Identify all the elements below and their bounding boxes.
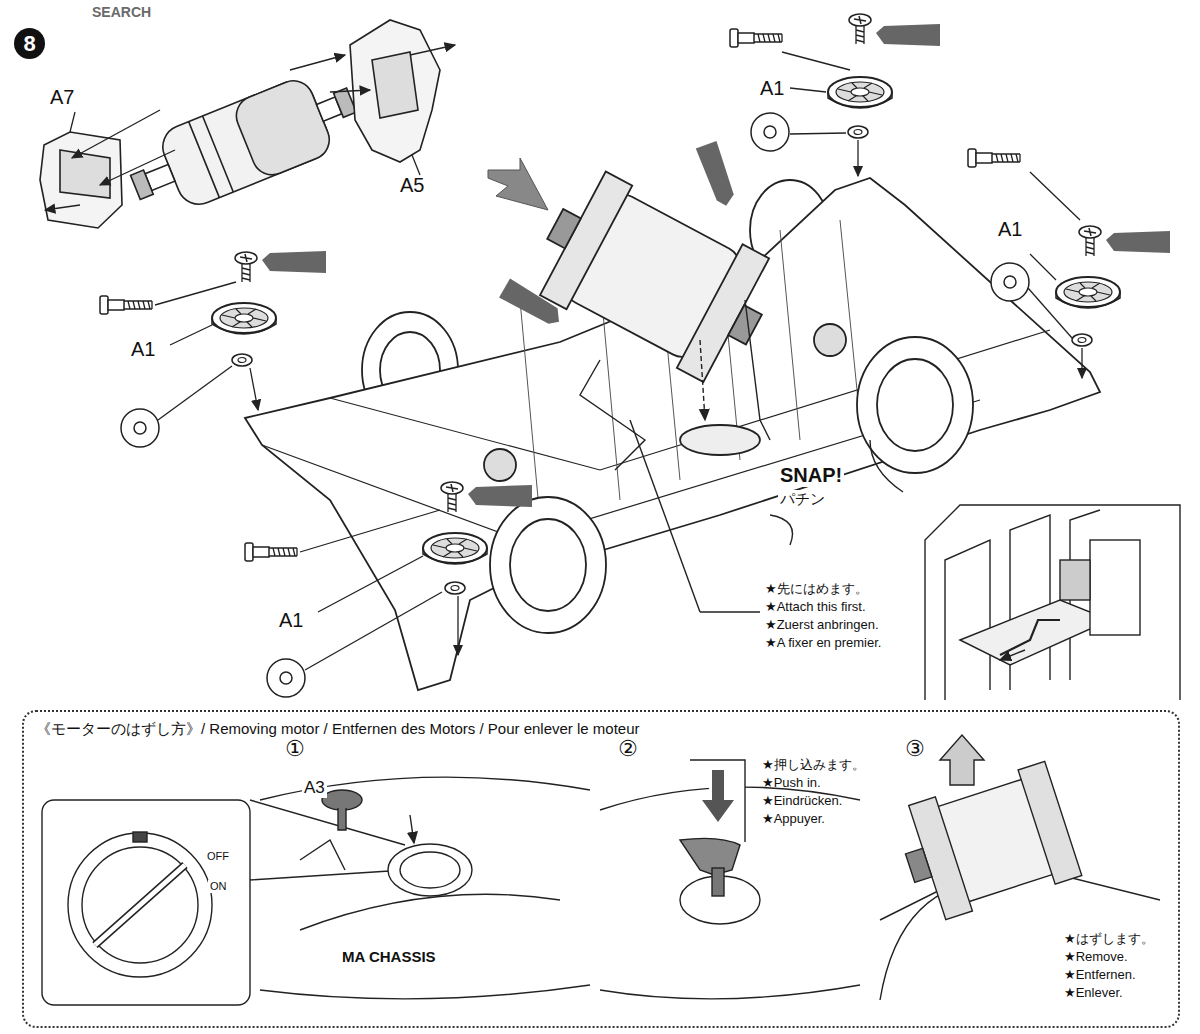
note-text: ★Eindrücken. [762, 794, 842, 809]
part-label: A5 [400, 174, 424, 197]
part-label: A3 [302, 778, 327, 798]
callout-number: ③ [905, 736, 925, 761]
part-label: A1 [998, 218, 1022, 241]
note-text: ★Push in. [762, 776, 821, 791]
note-text: ★Attach this first. [763, 600, 868, 615]
panel-heading: 《モーターのはずし方》/ Removing motor / Entfernen … [24, 712, 1178, 739]
chassis-marking: MA CHASSIS [340, 948, 438, 965]
note-text: ★Entfernen. [1062, 968, 1138, 983]
note-text: ★はずします。 [1062, 932, 1156, 947]
part-label: A7 [50, 86, 74, 109]
part-label: A1 [131, 338, 155, 361]
note-text: ★Appuyer. [762, 812, 825, 827]
chassis-marking: ON [208, 880, 229, 893]
step-number: 8 [14, 28, 45, 59]
snap-label: SNAP! [778, 464, 844, 487]
removal-panel: 《モーターのはずし方》/ Removing motor / Entfernen … [22, 710, 1180, 1028]
callout-number: ① [285, 736, 305, 761]
note-text: ★Remove. [1062, 950, 1130, 965]
part-label: A1 [760, 77, 784, 100]
note-text: ★Enlever. [1062, 986, 1125, 1001]
note-text: ★先にはめます。 [763, 582, 870, 597]
note-text: ★押し込みます。 [762, 758, 865, 773]
watermark: SEARCH [92, 4, 151, 20]
chassis-marking: OFF [205, 850, 231, 863]
snap-label: パチン [778, 490, 827, 507]
part-label: A1 [279, 609, 303, 632]
note-text: ★A fixer en premier. [763, 636, 883, 651]
note-text: ★Zuerst anbringen. [763, 618, 881, 633]
callout-number: ② [618, 736, 638, 761]
